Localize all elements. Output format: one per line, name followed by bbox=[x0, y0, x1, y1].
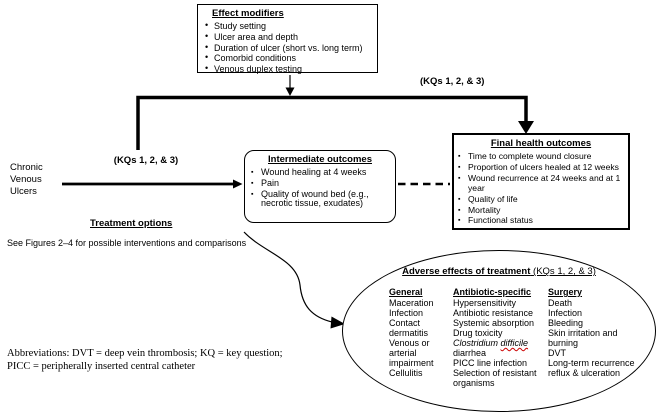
adverse-column-antibiotic: Antibiotic-specific Hypersensitivity Ant… bbox=[453, 287, 547, 388]
column-header: Antibiotic-specific bbox=[453, 287, 532, 297]
adverse-effects-title-bold: Adverse effects of treatment bbox=[402, 266, 531, 277]
list-item: PICC line infection bbox=[453, 358, 528, 368]
list-item: Quality of life bbox=[457, 194, 625, 205]
list-item: Pain bbox=[250, 178, 390, 189]
list-item: Drug toxicity bbox=[453, 328, 503, 338]
list-item: DVT bbox=[548, 348, 566, 358]
kq-label-top-right: (KQs 1, 2, & 3) bbox=[420, 76, 485, 87]
list-item: Infection bbox=[548, 308, 583, 318]
list-item: Venous or arterial impairment bbox=[389, 338, 434, 368]
list-item: Antibiotic resistance bbox=[453, 308, 534, 318]
list-item: Selection of resistant organisms bbox=[453, 368, 537, 388]
adverse-column-general: General Maceration Infection Contact der… bbox=[389, 287, 447, 378]
final-health-outcomes-list: Time to complete wound closure Proportio… bbox=[457, 151, 625, 227]
final-health-outcomes-box: Final health outcomes Time to complete w… bbox=[452, 133, 630, 230]
list-item: Wound healing at 4 weeks bbox=[250, 167, 390, 178]
intermediate-outcomes-title: Intermediate outcomes bbox=[268, 154, 372, 165]
list-item: Time to complete wound closure bbox=[457, 151, 625, 162]
clostridium-genus: Clostridium bbox=[453, 338, 499, 348]
list-item: Maceration bbox=[389, 298, 434, 308]
population-line: Chronic bbox=[10, 162, 43, 173]
list-item: Study setting bbox=[203, 21, 372, 32]
column-header: Surgery bbox=[548, 287, 583, 297]
final-health-outcomes-title: Final health outcomes bbox=[490, 138, 592, 149]
adverse-effects-title: Adverse effects of treatment (KQs 1, 2, … bbox=[343, 266, 655, 277]
list-item: diarrhea bbox=[453, 348, 487, 358]
population-line: Ulcers bbox=[10, 186, 37, 197]
list-item: Systemic absorption bbox=[453, 318, 535, 328]
abbreviations-line: PICC = peripherally inserted central cat… bbox=[7, 361, 196, 372]
list-item: Death bbox=[548, 298, 573, 308]
treatment-options-title: Treatment options bbox=[90, 218, 173, 229]
treatment-options-note: See Figures 2–4 for possible interventio… bbox=[7, 238, 247, 248]
adverse-column-surgery: Surgery Death Infection Bleeding Skin ir… bbox=[548, 287, 646, 378]
list-item: Proportion of ulcers healed at 12 weeks bbox=[457, 162, 625, 173]
effect-modifiers-box: Effect modifiers Study setting Ulcer are… bbox=[197, 4, 378, 75]
list-item: Hypersensitivity bbox=[453, 298, 517, 308]
kq-label-left: (KQs 1, 2, & 3) bbox=[113, 155, 179, 166]
effect-modifiers-connector-arrow bbox=[285, 75, 295, 96]
list-item: Skin irritation and burning bbox=[548, 328, 618, 348]
adverse-effects-curved-arrow bbox=[243, 231, 345, 329]
list-item: Infection bbox=[389, 308, 424, 318]
population-label: Chronic Venous Ulcers bbox=[10, 162, 43, 198]
list-item-clostridium: Clostridium difficile bbox=[453, 338, 547, 348]
list-item: Wound recurrence at 24 weeks and at 1 ye… bbox=[457, 173, 625, 194]
list-item: Functional status bbox=[457, 216, 625, 227]
clostridium-species: difficile bbox=[500, 338, 529, 348]
abbreviations-line: Abbreviations: DVT = deep vein thrombosi… bbox=[7, 348, 283, 359]
list-item: Quality of wound bed (e.g., necrotic tis… bbox=[250, 189, 390, 210]
list-item: Ulcer area and depth bbox=[203, 32, 372, 43]
list-item: Bleeding bbox=[548, 318, 584, 328]
list-item: Comorbid conditions bbox=[203, 53, 372, 64]
intermediate-outcomes-list: Wound healing at 4 weeks Pain Quality of… bbox=[250, 167, 390, 210]
list-item: Contact dermatitis bbox=[389, 318, 429, 338]
intermediate-outcomes-box: Intermediate outcomes Wound healing at 4… bbox=[244, 150, 396, 223]
list-item: Cellulitis bbox=[389, 368, 423, 378]
adverse-effects-ellipse: Adverse effects of treatment (KQs 1, 2, … bbox=[342, 250, 656, 412]
effect-modifier-bracket-arrow bbox=[136, 95, 534, 150]
effect-modifiers-title: Effect modifiers bbox=[212, 8, 284, 19]
abbreviations-note: Abbreviations: DVT = deep vein thrombosi… bbox=[7, 347, 283, 373]
list-item: Long-term recurrence reflux & ulceration bbox=[548, 358, 635, 378]
list-item: Venous duplex testing bbox=[203, 64, 372, 75]
adverse-effects-title-suffix: (KQs 1, 2, & 3) bbox=[533, 266, 596, 277]
effect-modifiers-list: Study setting Ulcer area and depth Durat… bbox=[203, 21, 372, 75]
list-item: Mortality bbox=[457, 205, 625, 216]
column-header: General bbox=[389, 287, 423, 297]
list-item: Duration of ulcer (short vs. long term) bbox=[203, 43, 372, 54]
population-line: Venous bbox=[10, 174, 42, 185]
treatment-arrow bbox=[62, 179, 243, 189]
